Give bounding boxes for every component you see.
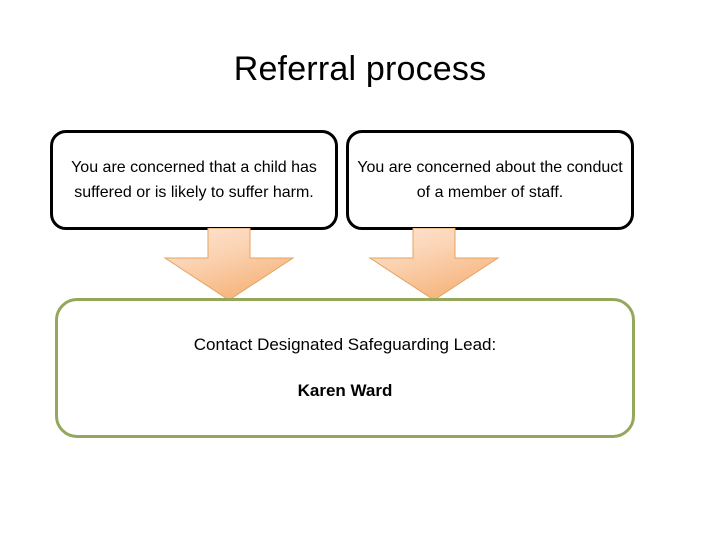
page-title: Referral process [233, 50, 487, 88]
down-arrow-icon-right [368, 227, 500, 302]
condition-box-staff-conduct: You are concerned about the conduct of a… [346, 130, 634, 230]
down-arrow-icon-left [163, 227, 295, 302]
action-contact-name: Karen Ward [297, 381, 393, 400]
condition-box-child-harm: You are concerned that a child has suffe… [50, 130, 338, 230]
condition-text-staff-conduct: You are concerned about the conduct of a… [357, 159, 623, 201]
action-instruction-text: Contact Designated Safeguarding Lead: [193, 335, 497, 354]
condition-text-child-harm: You are concerned that a child has suffe… [71, 159, 317, 201]
action-box-contact-dsl: Contact Designated Safeguarding Lead: Ka… [55, 298, 635, 438]
